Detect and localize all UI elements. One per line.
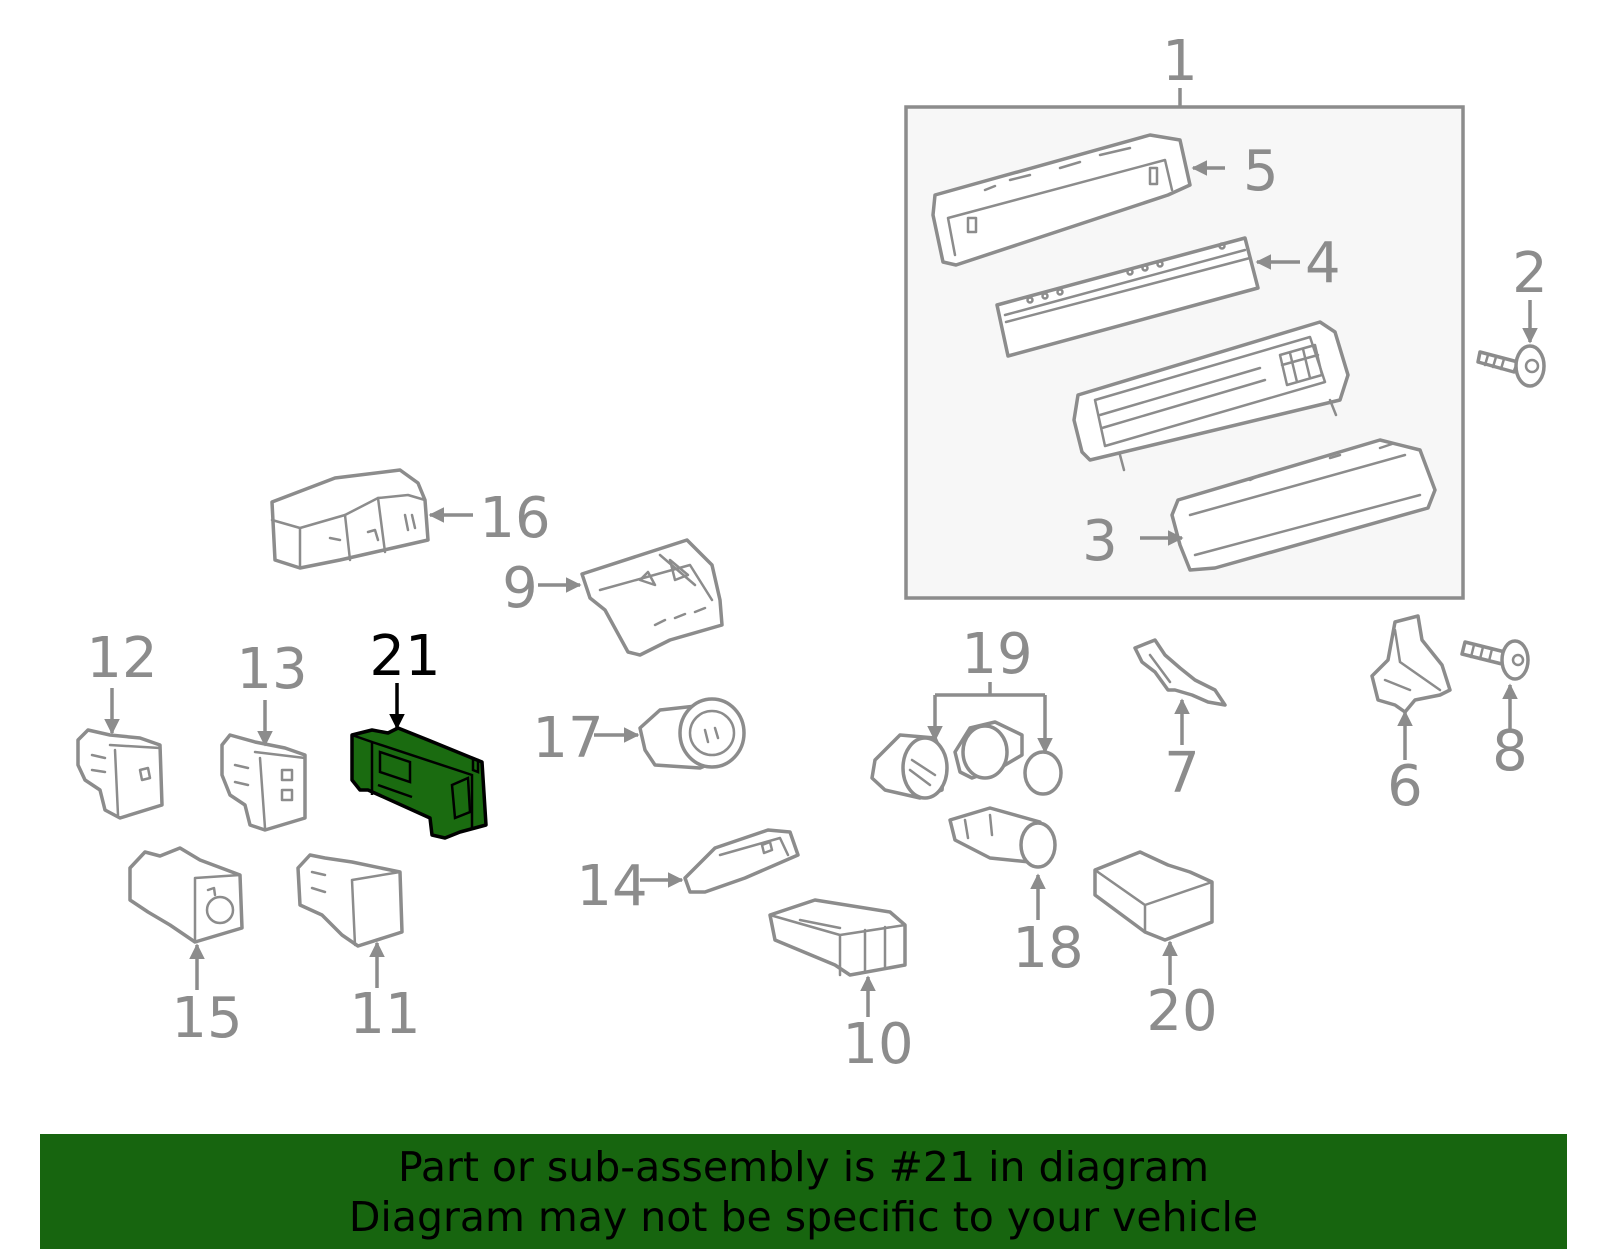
part-21-usb-module-highlighted[interactable]: 21 (350, 624, 488, 840)
callout-1: 1 (1162, 29, 1198, 94)
part-10-switch-block: 10 (768, 898, 914, 1077)
callout-4: 4 (1305, 231, 1341, 296)
callout-9: 9 (502, 556, 538, 621)
part-2-screw: 2 (1476, 241, 1548, 388)
callout-19: 19 (961, 622, 1032, 687)
part-14-switch: 14 (576, 828, 800, 919)
part-4-display-panel: 4 (995, 231, 1341, 358)
callout-17: 17 (532, 706, 603, 771)
part-13-switch: 13 (220, 637, 308, 832)
callout-11: 11 (349, 982, 420, 1047)
part-6-bracket: 6 (1370, 614, 1452, 819)
part-11-switch: 11 (296, 853, 421, 1047)
part-8-bolt: 8 (1460, 639, 1530, 784)
callout-8: 8 (1492, 719, 1528, 784)
callout-10: 10 (842, 1012, 913, 1077)
callout-20: 20 (1146, 979, 1217, 1044)
callout-7: 7 (1164, 741, 1200, 806)
banner-line-1: Part or sub-assembly is #21 in diagram (397, 1143, 1210, 1191)
banner-line-2: Diagram may not be specific to your vehi… (348, 1193, 1259, 1241)
callout-16: 16 (479, 486, 550, 551)
part-19-socket-set: 19 (870, 622, 1063, 800)
part-7-clip-bracket: 7 (1133, 638, 1227, 806)
callout-14: 14 (576, 854, 647, 919)
callout-18: 18 (1012, 916, 1083, 981)
callout-15: 15 (171, 986, 242, 1051)
callout-6: 6 (1387, 754, 1423, 819)
part-18-power-outlet: 18 (948, 806, 1084, 981)
info-banner: Part or sub-assembly is #21 in diagram D… (40, 1134, 1567, 1249)
part-20-pad: 20 (1093, 850, 1218, 1044)
part-15-switch: 15 (128, 846, 244, 1051)
callout-12: 12 (86, 626, 157, 691)
callout-5: 5 (1243, 139, 1279, 204)
callout-13: 13 (236, 637, 307, 702)
part-12-switch: 12 (76, 626, 164, 820)
part-17-knob: 17 (532, 697, 746, 771)
callout-3: 3 (1082, 509, 1118, 574)
callout-2: 2 (1512, 241, 1548, 306)
part-3-rear-case: 3 (1082, 438, 1437, 574)
callout-21: 21 (369, 624, 440, 689)
part-9-hazard-panel: 9 (502, 538, 724, 657)
part-1-meter-housing (1072, 320, 1350, 472)
part-5-cluster-lens: 5 (931, 133, 1279, 267)
part-16-switch-bank: 16 (270, 468, 551, 570)
